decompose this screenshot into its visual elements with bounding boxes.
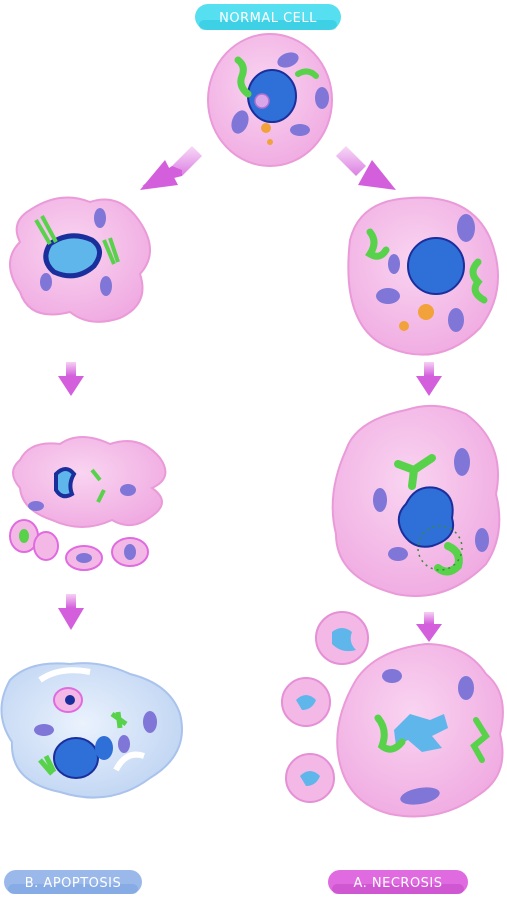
apoptosis-label-text: B. APOPTOSIS [25,876,122,891]
arrow-apoptosis-3 [58,594,84,630]
necrosis-lysing-cell [281,611,504,818]
arrow-apoptosis-2 [58,362,84,396]
apoptosis-blebbing-cell [9,436,167,571]
necrosis-bleb-cell [331,404,501,597]
normal-cell-label: NORMAL CELL [195,4,341,30]
necrosis-label-text: A. NECROSIS [353,876,442,891]
apoptosis-shrinking-cell [9,196,151,323]
normal-cell [207,33,333,167]
apoptosis-label: B. APOPTOSIS [4,870,142,894]
normal-cell-nucleus [247,69,297,123]
apoptotic-bodies [0,662,183,799]
arrow-necrosis-3 [416,612,442,642]
arrow-to-necrosis-1 [336,146,396,190]
necrosis-swelling-cell [347,196,499,356]
arrow-necrosis-2 [416,362,442,396]
normal-cell-label-text: NORMAL CELL [219,11,317,26]
arrow-to-apoptosis-1 [140,146,202,190]
necrosis-label: A. NECROSIS [328,870,468,894]
